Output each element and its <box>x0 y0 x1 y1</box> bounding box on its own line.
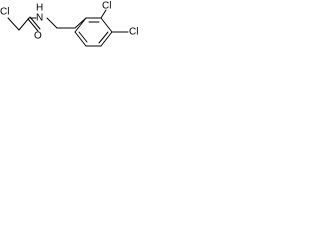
bond-carbonyl-o-a <box>27 18 39 32</box>
atom-cl-ring-ortho: Cl <box>102 1 111 12</box>
ring-double-bond-right <box>98 31 109 44</box>
ring-double-bond-left <box>78 31 88 43</box>
ring-bond-6 <box>74 17 87 33</box>
ring-bond-2 <box>100 17 113 33</box>
atom-cl-chloroacetyl: Cl <box>0 7 9 18</box>
bond-cl-ch2 <box>7 17 20 31</box>
ring-bond-5 <box>74 31 87 47</box>
atom-o-carbonyl: O <box>34 31 42 42</box>
bond-ring-cl-ortho <box>100 9 107 19</box>
atom-cl-ring-para: Cl <box>129 27 138 38</box>
bond-ch2-carbonyl <box>18 17 30 31</box>
ring-bond-3 <box>100 31 113 47</box>
bond-carbonyl-o-b <box>29 16 41 30</box>
atom-n-amide: N <box>36 13 43 24</box>
molecule-structure: Cl O N H Cl Cl <box>0 1 138 47</box>
atom-h-amide: H <box>36 3 43 14</box>
bond-n-ch2 <box>46 17 58 29</box>
